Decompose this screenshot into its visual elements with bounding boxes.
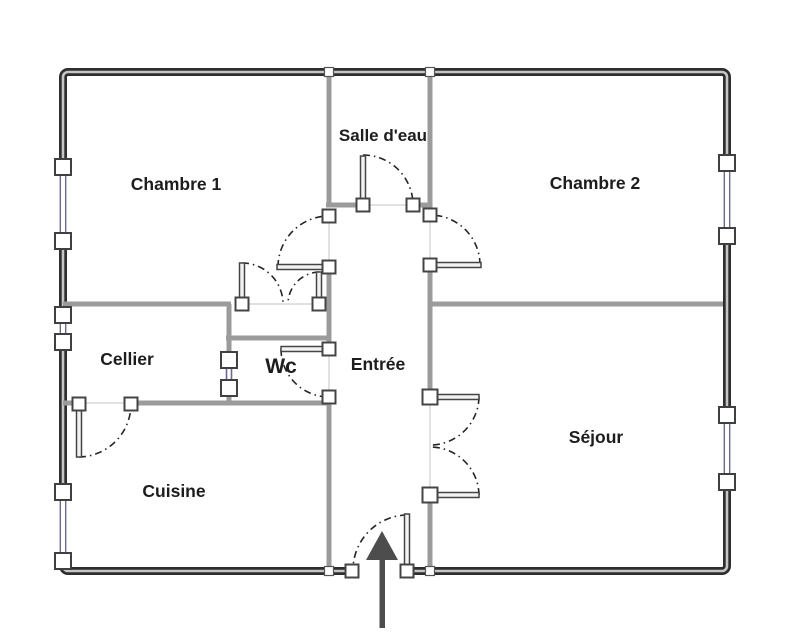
door-leaf xyxy=(435,261,482,269)
door-leaf xyxy=(75,409,83,458)
door-sejour-double xyxy=(421,388,480,504)
door-cellier-cuisine xyxy=(71,396,139,458)
door-swing-arc xyxy=(280,348,330,398)
door-chambre2 xyxy=(422,207,482,273)
door-corridor-post xyxy=(287,271,327,312)
window-cellier xyxy=(54,306,72,351)
door-swing-arc-bottom xyxy=(431,446,480,496)
room-label-chambre2: Chambre 2 xyxy=(550,173,641,193)
door-salledeau xyxy=(355,154,421,213)
door-chambre1 xyxy=(234,262,284,312)
door-swing-arc-top xyxy=(431,396,480,446)
door-wc xyxy=(280,341,337,405)
door-leaf xyxy=(359,155,367,200)
room-label-salle-deau: Salle d'eau xyxy=(339,126,427,145)
door-swing-arc xyxy=(277,215,330,268)
door-leaf xyxy=(315,271,323,299)
window-masks xyxy=(55,171,735,579)
room-label-chambre1: Chambre 1 xyxy=(131,174,222,194)
room-labels: Chambre 1 Salle d'eau Chambre 2 Cellier … xyxy=(100,126,640,501)
opening-threshold-lines xyxy=(79,204,431,572)
wall-junction-notches xyxy=(323,66,436,577)
door-corridor-entree xyxy=(276,208,337,275)
door-leaf xyxy=(238,262,246,299)
door-leaf xyxy=(280,345,324,353)
door-swing-arc xyxy=(362,154,414,206)
room-label-sejour: Séjour xyxy=(569,427,624,447)
window-wc-cellier xyxy=(220,351,238,397)
door-leaf-top xyxy=(436,393,480,401)
room-label-entree: Entrée xyxy=(351,354,406,374)
entrance-arrow-icon xyxy=(366,531,398,628)
door-entrance xyxy=(344,513,415,579)
room-label-cuisine: Cuisine xyxy=(142,481,205,501)
interior-walls xyxy=(63,76,723,567)
room-label-cellier: Cellier xyxy=(100,349,154,369)
window-cuisine xyxy=(54,483,72,570)
door-leaf xyxy=(276,263,324,271)
window-chambre2 xyxy=(718,154,736,245)
door-swing-arc xyxy=(429,214,481,266)
door-swing-arc xyxy=(78,403,132,458)
room-label-wc: Wc xyxy=(265,355,297,378)
window-chambre1 xyxy=(54,158,72,250)
window-sejour xyxy=(718,406,736,491)
door-leaf xyxy=(403,513,411,567)
door-leaf-bottom xyxy=(436,491,480,499)
door-swing-arc xyxy=(287,271,320,305)
